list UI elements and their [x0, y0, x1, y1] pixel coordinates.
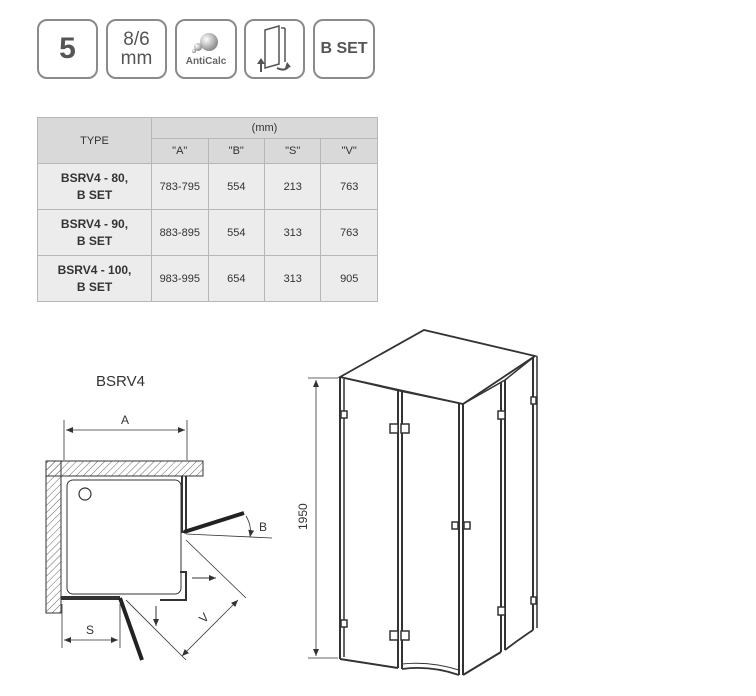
- enclosure-3d: [308, 329, 538, 676]
- type-cell: BSRV4 - 80,B SET: [37, 163, 152, 210]
- hinge-icon: [400, 630, 410, 641]
- column-header-a: "A": [150, 138, 209, 164]
- side-panel: [181, 476, 187, 533]
- value-cell-a: 783-795: [150, 163, 209, 210]
- front-frame: [160, 571, 187, 601]
- dimension-table: TYPE (mm) "A" "B" "S" "V" BSRV4 - 80,B S…: [37, 117, 379, 302]
- door-right-open: [183, 511, 245, 534]
- table-row: BSRV4 - 80,B SET 783-795 554 213 763: [37, 163, 378, 210]
- table-row: BSRV4 - 100,B SET 983-995 654 313 905: [37, 255, 378, 302]
- value-cell-s: 313: [263, 255, 322, 302]
- label-v: V: [196, 610, 212, 626]
- hinge-icon: [389, 630, 399, 641]
- hinge-icon: [530, 596, 537, 605]
- hinge-icon: [497, 410, 506, 420]
- value-cell-s: 213: [263, 163, 322, 210]
- label-a: A: [121, 413, 129, 427]
- value-cell-a: 883-895: [150, 209, 209, 256]
- wall-top: [45, 460, 204, 477]
- hinge-icon: [400, 423, 410, 434]
- floor-plan: [45, 420, 273, 661]
- handle-icon: [463, 521, 471, 530]
- type-cell: BSRV4 - 100,B SET: [37, 255, 152, 302]
- value-cell-s: 313: [263, 209, 322, 256]
- dimension-b: [245, 515, 255, 538]
- value-cell-v: 905: [320, 255, 378, 302]
- anticalc-label: AntiCalc: [185, 55, 227, 67]
- value-cell-b: 554: [207, 163, 266, 210]
- glass-thickness-unit: mm: [120, 48, 153, 69]
- badge-door-opening: [244, 19, 305, 79]
- column-header-b: "B": [207, 138, 266, 164]
- model-label: BSRV4: [96, 373, 145, 390]
- value-cell-v: 763: [320, 163, 378, 210]
- table-row: BSRV4 - 90,B SET 883-895 554 313 763: [37, 209, 378, 256]
- anticalc-drops-icon: [192, 32, 218, 53]
- unit-header: (mm): [150, 117, 379, 139]
- type-cell: BSRV4 - 90,B SET: [37, 209, 152, 256]
- badge-bset: B SET: [313, 19, 375, 79]
- dimension-v: [181, 599, 239, 657]
- handle-icon: [451, 521, 459, 530]
- door-front-open: [118, 597, 144, 661]
- badge-number: 5: [37, 19, 98, 79]
- hinge-icon: [340, 619, 348, 628]
- hinge-icon: [530, 396, 537, 405]
- label-b: B: [259, 520, 267, 534]
- door-opening-icon: [256, 25, 291, 72]
- shower-tray: [66, 479, 182, 595]
- height-label: 1950: [296, 503, 310, 530]
- wall-left: [45, 460, 62, 614]
- column-header-s: "S": [263, 138, 322, 164]
- type-header: TYPE: [37, 117, 152, 164]
- glass-thickness-value: 8/6: [123, 29, 150, 50]
- label-s: S: [86, 623, 94, 637]
- drain-icon: [78, 487, 92, 501]
- value-cell-b: 554: [207, 209, 266, 256]
- hinge-icon: [340, 410, 348, 419]
- badge-glass-thickness: 8/6 mm: [106, 19, 167, 79]
- value-cell-b: 654: [207, 255, 266, 302]
- hinge-icon: [497, 606, 506, 616]
- hinge-icon: [389, 423, 399, 434]
- badge-anticalc: AntiCalc: [175, 19, 237, 79]
- value-cell-a: 983-995: [150, 255, 209, 302]
